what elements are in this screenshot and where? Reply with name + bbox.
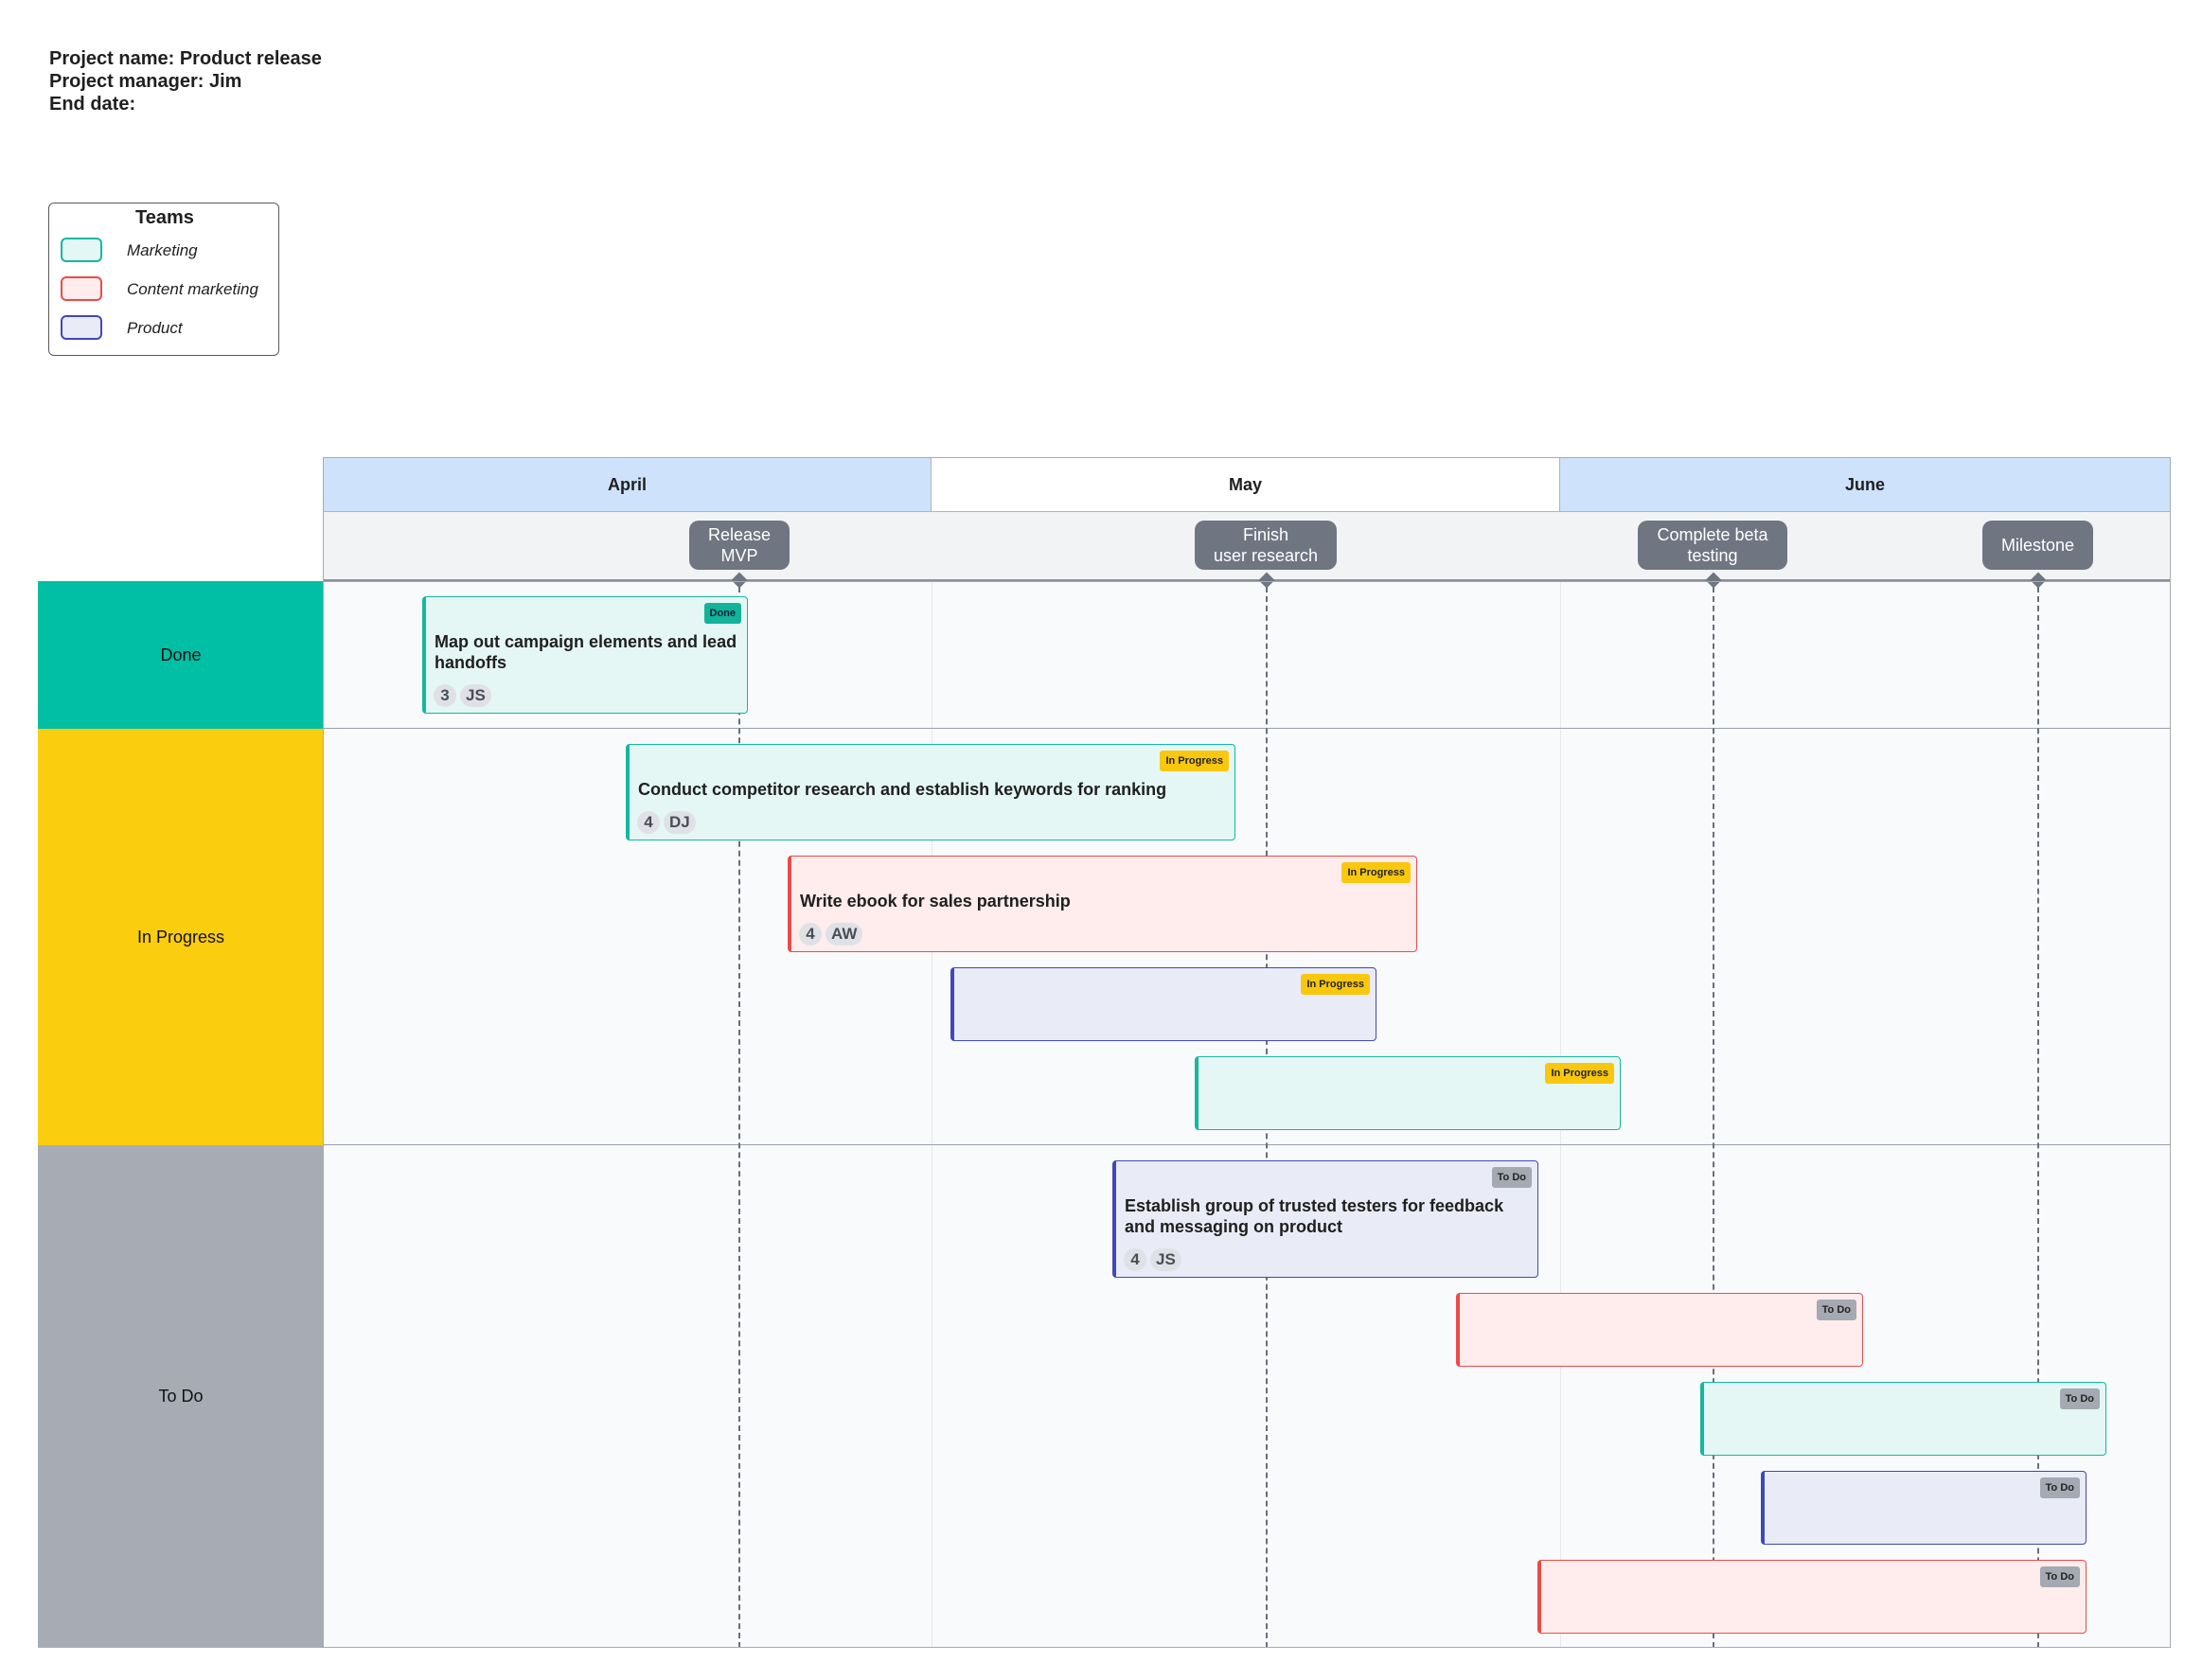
status-badge: To Do	[2039, 1566, 2080, 1587]
lane-divider	[324, 1144, 2170, 1145]
task-card[interactable]: In Progress Conduct competitor research …	[626, 744, 1235, 840]
milestone-line-milestone	[2037, 587, 2039, 1648]
milestone-finish-user-research[interactable]: Finish user research	[1195, 521, 1337, 570]
status-badge: In Progress	[1301, 974, 1370, 995]
legend-label-marketing: Marketing	[127, 241, 198, 259]
legend-label-content-marketing: Content marketing	[127, 280, 258, 298]
milestone-line-complete-beta-testing	[1713, 587, 1714, 1648]
status-badge: In Progress	[1160, 751, 1229, 771]
status-badge: To Do	[1816, 1300, 1856, 1320]
assignee-avatar[interactable]: DJ	[664, 811, 696, 834]
status-badge: To Do	[2059, 1388, 2100, 1409]
task-title: Map out campaign elements and lead hando…	[435, 632, 737, 672]
project-manager: Project manager: Jim	[49, 71, 242, 92]
lane-label-in-progress: In Progress	[38, 729, 324, 1145]
milestone-milestone[interactable]: Milestone	[1982, 521, 2093, 570]
milestone-complete-beta-testing[interactable]: Complete beta testing	[1638, 521, 1787, 570]
project-end-date: End date:	[49, 94, 136, 115]
story-points-badge: 4	[1124, 1248, 1146, 1271]
month-april: April	[324, 458, 932, 511]
task-card[interactable]: To Do	[1456, 1293, 1863, 1367]
task-card[interactable]: To Do Establish group of trusted testers…	[1112, 1160, 1538, 1278]
legend-title: Teams	[135, 207, 194, 228]
task-card[interactable]: In Progress Write ebook for sales partne…	[788, 856, 1417, 952]
legend-swatch-marketing	[61, 238, 102, 262]
project-name: Project name: Product release	[49, 48, 322, 69]
month-june: June	[1560, 458, 2170, 511]
milestone-release-mvp[interactable]: Release MVP	[689, 521, 790, 570]
status-badge: To Do	[2039, 1477, 2080, 1498]
assignee-avatar[interactable]: JS	[460, 684, 491, 707]
status-badge: To Do	[1491, 1167, 1532, 1188]
task-title: Write ebook for sales partnership	[800, 892, 1071, 911]
teams-legend: Teams Marketing Content marketing Produc…	[48, 203, 279, 356]
legend-swatch-product	[61, 315, 102, 340]
assignee-avatar[interactable]: JS	[1150, 1248, 1181, 1271]
status-badge: In Progress	[1341, 862, 1411, 883]
task-card[interactable]: In Progress	[1195, 1056, 1621, 1130]
lane-label-done: Done	[38, 581, 324, 729]
legend-label-product: Product	[127, 319, 183, 337]
assignee-avatar[interactable]: AW	[826, 923, 863, 946]
legend-swatch-content-marketing	[61, 276, 102, 301]
task-card[interactable]: Done Map out campaign elements and lead …	[422, 596, 748, 714]
task-card[interactable]: To Do	[1537, 1560, 2087, 1634]
lane-divider	[324, 728, 2170, 729]
task-card[interactable]: In Progress	[950, 967, 1376, 1041]
task-title: Conduct competitor research and establis…	[638, 780, 1167, 799]
task-card[interactable]: To Do	[1761, 1471, 2087, 1545]
story-points-badge: 3	[434, 684, 456, 707]
task-card[interactable]: To Do	[1700, 1382, 2106, 1456]
story-points-badge: 4	[637, 811, 660, 834]
task-title: Establish group of trusted testers for f…	[1125, 1196, 1504, 1236]
month-may: May	[932, 458, 1560, 511]
status-badge: In Progress	[1545, 1063, 1614, 1084]
status-badge: Done	[703, 603, 741, 624]
lane-label-to-do: To Do	[38, 1145, 324, 1648]
milestone-line-release-mvp	[738, 587, 740, 1648]
story-points-badge: 4	[799, 923, 822, 946]
